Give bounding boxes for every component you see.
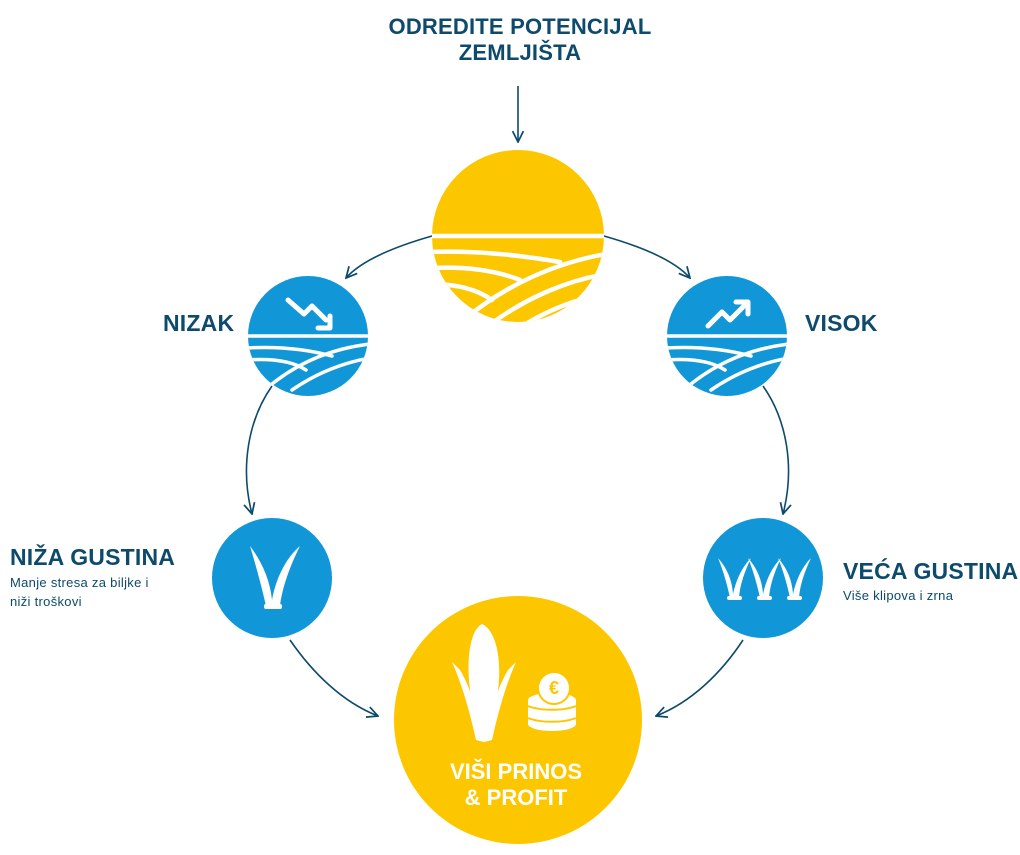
soil-potential-node xyxy=(432,150,604,322)
arrow-field-to-low xyxy=(346,235,433,278)
higher-density-label: VEĆA GUSTINA xyxy=(843,558,1019,584)
single-plant-icon xyxy=(250,546,300,609)
higher-density-node xyxy=(703,518,823,638)
trend-up-field-icon xyxy=(667,299,787,392)
title-line-2: ZEMLJIŠTA xyxy=(458,40,582,65)
lower-density-node xyxy=(212,518,332,638)
result-node xyxy=(394,596,642,844)
field-icon xyxy=(432,233,604,322)
arrow-lower-density-to-result xyxy=(289,639,378,716)
low-potential-label: NIZAK xyxy=(163,310,235,336)
lower-density-desc-line-2: niži troškovi xyxy=(10,594,82,609)
arrow-field-to-high xyxy=(603,235,690,278)
high-potential-label: VISOK xyxy=(805,310,878,336)
higher-density-desc: Više klipova i zrna xyxy=(843,588,954,603)
arrow-high-to-higher-density xyxy=(762,385,789,514)
title-line-1: ODREDITE POTENCIJAL xyxy=(388,14,652,39)
high-potential-node xyxy=(667,276,787,396)
lower-density-label: NIŽA GUSTINA xyxy=(10,544,176,570)
lower-density-desc-line-1: Manje stresa za biljke i xyxy=(10,575,149,590)
euro-coin-symbol: € xyxy=(548,678,559,698)
result-label: VIŠI PRINOS & PROFIT xyxy=(426,759,606,811)
result-line-1: VIŠI PRINOS xyxy=(449,759,583,784)
connector-arrows xyxy=(246,86,788,716)
low-potential-node xyxy=(248,276,368,396)
arrow-low-to-lower-density xyxy=(246,385,273,514)
diagram-title: ODREDITE POTENCIJAL ZEMLJIŠTA xyxy=(0,14,1020,66)
arrow-higher-density-to-result xyxy=(656,639,744,716)
result-line-2: & PROFIT xyxy=(464,785,568,810)
three-plants-icon xyxy=(718,558,811,600)
